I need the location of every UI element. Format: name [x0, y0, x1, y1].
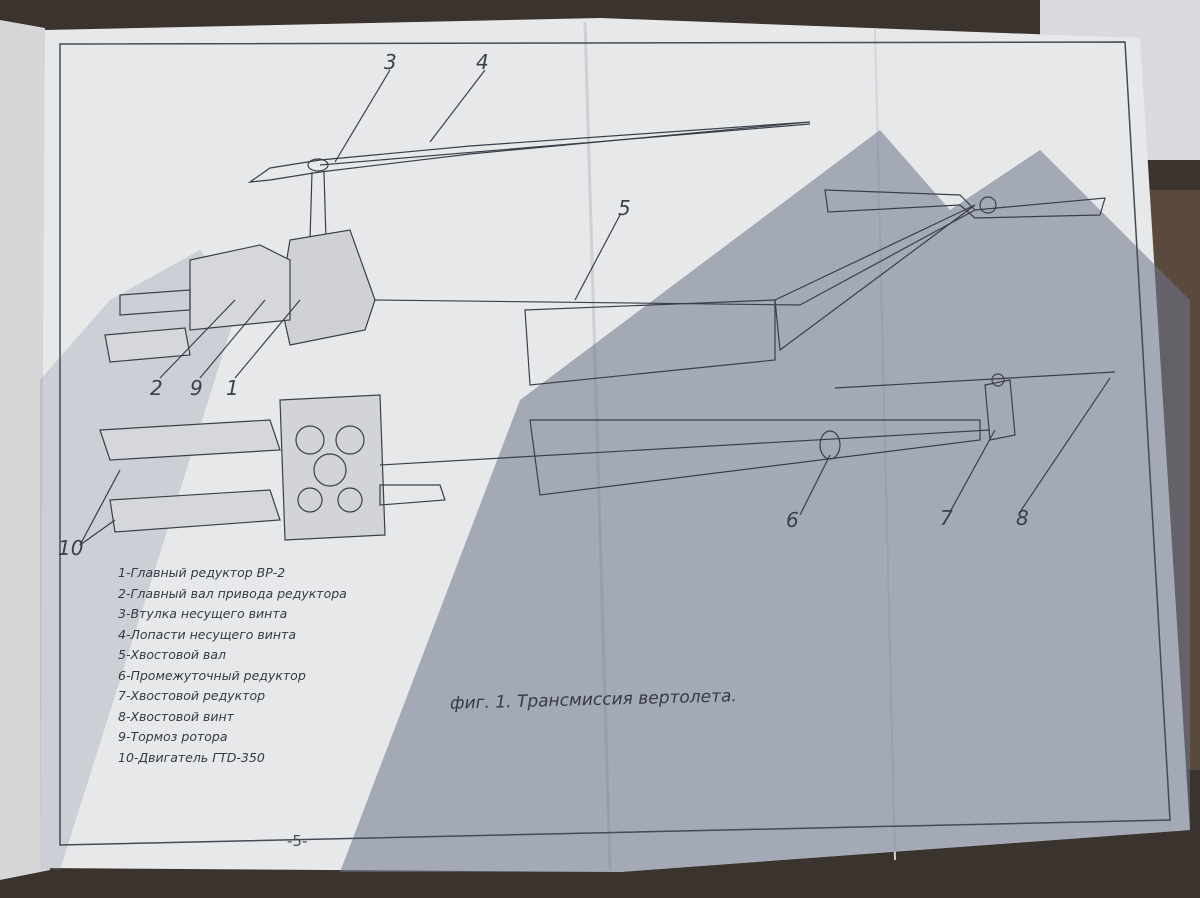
rotor-hub — [307, 158, 329, 172]
parts-legend: 1-Главный редуктор ВР-2 2-Главный вал пр… — [118, 563, 418, 768]
main-rotor-blade — [247, 121, 811, 183]
gear-3 — [313, 453, 347, 487]
tail-shaft-upper — [374, 299, 801, 306]
callout-5: 5 — [618, 196, 631, 220]
callout-6: 6 — [786, 508, 799, 532]
tail-fin — [774, 204, 976, 352]
intermediate-gearbox — [819, 430, 841, 460]
cast-shadow-left — [40, 250, 240, 870]
legend-item-4: 4-Лопасти несущего винта — [118, 626, 296, 642]
oil-unit — [379, 484, 446, 506]
tail-rotor-plan — [834, 371, 1116, 389]
leader-10a — [79, 469, 121, 546]
legend-item-10: 10-Двигатель ГТD-350 — [118, 749, 265, 765]
engine-exhaust-upper — [119, 289, 191, 316]
engine-plan-left — [99, 419, 281, 461]
cast-shadow — [340, 130, 1190, 872]
leader-8 — [1019, 377, 1111, 513]
callout-7: 7 — [940, 506, 953, 530]
leader-10b — [79, 519, 116, 546]
leader-1 — [234, 299, 301, 379]
tail-gearbox — [984, 379, 1016, 441]
main-rotor-spar — [319, 123, 811, 166]
leader-9 — [199, 299, 266, 379]
legend-item-1: 1-Главный редуктор ВР-2 — [118, 565, 286, 580]
callout-4: 4 — [476, 50, 489, 74]
legend-item-2: 2-Главный вал привода редуктора — [118, 585, 347, 601]
legend-item-5: 5-Хвостовой вал — [118, 647, 226, 662]
leader-5 — [574, 214, 621, 301]
tail-rotor-hub-plan — [991, 373, 1005, 387]
legend-item-3: 3-Втулка несущего винта — [118, 606, 288, 621]
gear-1 — [295, 425, 325, 455]
leader-4 — [429, 69, 486, 143]
callout-2: 2 — [150, 376, 163, 400]
callout-10: 10 — [58, 536, 84, 560]
tail-boom-plan — [529, 419, 981, 496]
leader-3 — [334, 69, 391, 163]
page-frame — [59, 41, 1171, 846]
engine-lower — [104, 327, 191, 363]
left-page-edge — [0, 20, 50, 880]
leader-6 — [799, 454, 831, 516]
gear-2 — [335, 425, 365, 455]
gear-4 — [297, 487, 323, 513]
tail-rotor-hub-upper — [979, 196, 997, 214]
tail-shaft-incline — [799, 209, 976, 306]
callout-9: 9 — [190, 376, 203, 400]
technical-drawing — [79, 69, 1116, 546]
tail-shaft-plan — [379, 429, 991, 466]
callout-3: 3 — [384, 50, 397, 74]
tail-rotor-upper — [824, 189, 1106, 219]
callout-8: 8 — [1016, 506, 1029, 530]
legend-item-7: 7-Хвостовой редуктор — [118, 688, 266, 703]
engine-upper — [189, 244, 291, 331]
tail-boom — [524, 299, 776, 386]
legend-item-9: 9-Тормоз ротора — [118, 729, 228, 744]
callout-1: 1 — [226, 376, 239, 400]
legend-item-8: 8-Хвостовой винт — [118, 708, 234, 724]
gearbox-plan — [279, 394, 386, 541]
legend-item-6: 6-Промежуточный редуктор — [118, 667, 306, 683]
page-number: -5- — [287, 832, 308, 850]
gear-5 — [337, 487, 363, 513]
leader-2 — [159, 299, 236, 379]
leader-7 — [949, 429, 996, 513]
